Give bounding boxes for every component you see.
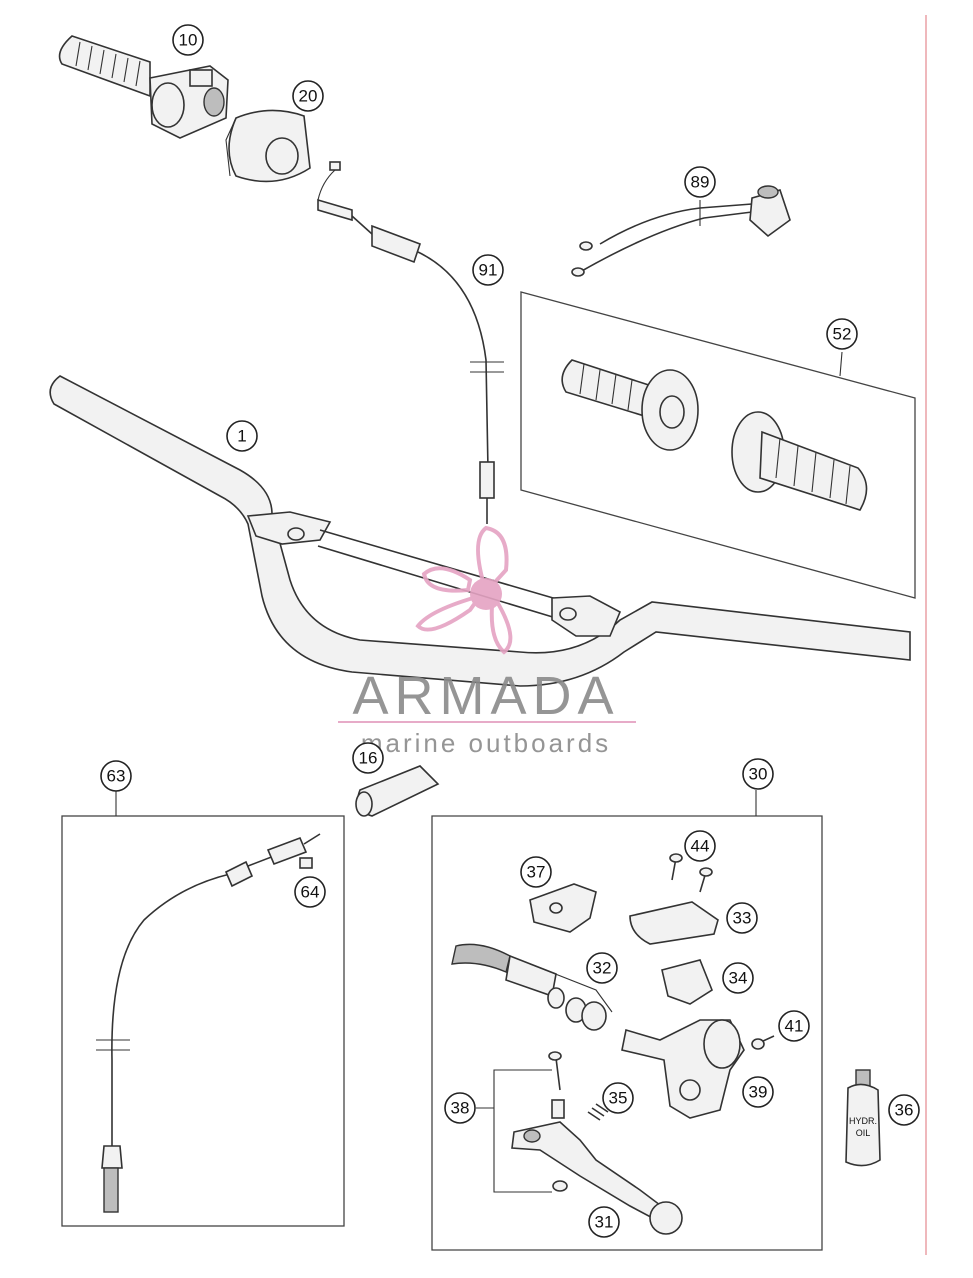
svg-text:34: 34: [729, 969, 748, 988]
svg-text:32: 32: [593, 959, 612, 978]
callout-41: 41: [778, 1010, 810, 1042]
callout-91: 91: [472, 254, 504, 286]
svg-text:31: 31: [595, 1213, 614, 1232]
callout-34: 34: [722, 962, 754, 994]
grip-cover-part: [225, 109, 311, 183]
svg-text:37: 37: [527, 863, 546, 882]
callout-20: 20: [292, 80, 324, 112]
callout-32: 32: [586, 952, 618, 984]
callout-30: 30: [742, 758, 774, 790]
bottle-label-line1: HYDR.: [849, 1116, 877, 1126]
throttle-cable-part: [317, 161, 504, 524]
callout-36: 36: [888, 1094, 920, 1126]
leader-lines: [115, 351, 843, 816]
callout-1: 1: [226, 420, 258, 452]
svg-text:33: 33: [733, 909, 752, 928]
svg-text:1: 1: [237, 427, 246, 446]
bottle-label-line2: OIL: [856, 1128, 871, 1138]
kill-switch-part: [571, 185, 791, 277]
callout-63: 63: [100, 760, 132, 792]
svg-text:39: 39: [749, 1083, 768, 1102]
svg-text:38: 38: [451, 1099, 470, 1118]
watermark-subtitle: marine outboards: [361, 728, 611, 758]
watermark-logo: ARMADA marine outboards: [338, 525, 636, 758]
throttle-grip-part: [58, 35, 229, 139]
svg-text:30: 30: [749, 765, 768, 784]
svg-text:16: 16: [359, 749, 378, 768]
grip-set-part: [520, 291, 916, 599]
clutch-cable-part: [61, 815, 345, 1227]
bar-end-cap-part: [355, 765, 440, 817]
callout-39: 39: [742, 1076, 774, 1108]
callout-44: 44: [684, 830, 716, 862]
callout-35: 35: [602, 1082, 634, 1114]
propeller-icon: [415, 525, 513, 655]
svg-text:44: 44: [691, 837, 710, 856]
watermark-title: ARMADA: [352, 666, 619, 726]
svg-text:20: 20: [299, 87, 318, 106]
svg-text:35: 35: [609, 1089, 628, 1108]
callout-64: 64: [294, 876, 326, 908]
svg-text:52: 52: [833, 325, 852, 344]
callout-16: 16: [352, 742, 384, 774]
propeller-hub-icon: [470, 578, 502, 610]
callout-52: 52: [826, 318, 858, 350]
callout-33: 33: [726, 902, 758, 934]
svg-text:91: 91: [479, 261, 498, 280]
callout-89: 89: [684, 166, 716, 198]
callout-10: 10: [172, 24, 204, 56]
handlebar-part: [49, 375, 911, 687]
svg-text:63: 63: [107, 767, 126, 786]
callout-38: 38: [444, 1092, 476, 1124]
callout-37: 37: [520, 856, 552, 888]
svg-text:89: 89: [691, 173, 710, 192]
svg-text:36: 36: [895, 1101, 914, 1120]
hydraulic-oil-bottle-part: HYDR. OIL: [845, 1069, 881, 1167]
callout-31: 31: [588, 1206, 620, 1238]
svg-text:10: 10: [179, 31, 198, 50]
svg-text:41: 41: [785, 1017, 804, 1036]
brake-master-cylinder-part: [431, 815, 823, 1251]
svg-text:64: 64: [301, 883, 320, 902]
